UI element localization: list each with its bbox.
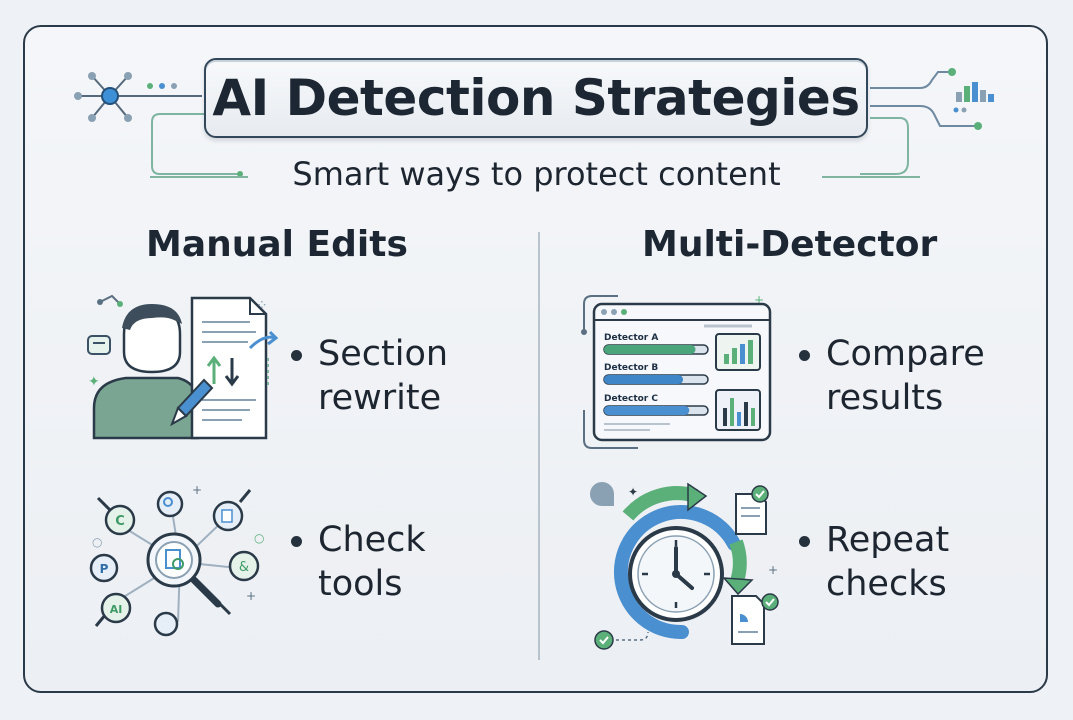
barC-fill [604,406,690,415]
bullet-check-tools: Check tools [291,518,426,606]
network-nodes-icon [74,72,202,122]
bullet-compare-results-line1: Compare [826,334,985,374]
barB-fill [604,375,683,384]
tool-badge-p: P [100,562,109,576]
right-column-heading: Multi-Detector [642,224,938,265]
tool-badge-c: C [115,514,125,529]
bullet-dot [799,350,810,361]
svg-text:○: ○ [254,531,264,545]
magnifier-tools-icon: C & P AI + + ○ ○ [89,483,264,637]
clock-cycle-icon: ✦ + [590,482,779,650]
subtitle-line-left [150,176,248,178]
svg-text:○: ○ [92,535,102,549]
bullet-dot [291,536,302,547]
subtitle-line-right [822,176,920,178]
svg-text:+: + [246,589,256,603]
bullet-section-rewrite-line2: rewrite [318,378,442,418]
bullet-dot [799,536,810,547]
barA-fill [604,345,696,354]
svg-text:&: & [239,560,249,575]
detector-dashboard-icon: + Detector A Detector B Detector C [581,293,772,449]
bullet-compare-results: Compare results [799,332,985,420]
svg-text:✦: ✦ [628,485,638,499]
bullet-check-tools-line1: Check [318,520,426,560]
left-column-heading: Manual Edits [146,224,408,265]
page-subtitle: Smart ways to protect content [292,155,781,193]
bullet-repeat-checks-line2: checks [826,564,947,604]
bullet-dot [291,350,302,361]
bullet-repeat-checks: Repeat checks [799,518,950,606]
detector-c-label: Detector C [604,394,658,404]
bullet-repeat-checks-line1: Repeat [826,520,950,560]
tool-badge-ai: AI [110,603,123,616]
detector-a-label: Detector A [604,333,658,343]
person-editing-document-icon: ✦ ⁘ [87,294,279,440]
circuit-lines-icon [151,113,243,177]
bullet-compare-results-line2: results [826,378,944,418]
bullet-section-rewrite-line1: Section [318,334,449,374]
bullet-section-rewrite: Section rewrite [291,332,449,420]
title-banner: AI Detection Strategies [204,58,868,138]
page-title: AI Detection Strategies [212,69,860,127]
circuit-lines-right-icon [860,68,994,175]
svg-text:⁘: ⁘ [256,298,268,314]
bullet-check-tools-line2: tools [318,564,403,604]
svg-text:+: + [754,293,764,307]
detector-b-label: Detector B [604,363,658,373]
svg-text:+: + [192,483,202,497]
column-divider [538,232,540,660]
svg-text:✦: ✦ [88,374,100,390]
svg-text:+: + [768,563,778,577]
